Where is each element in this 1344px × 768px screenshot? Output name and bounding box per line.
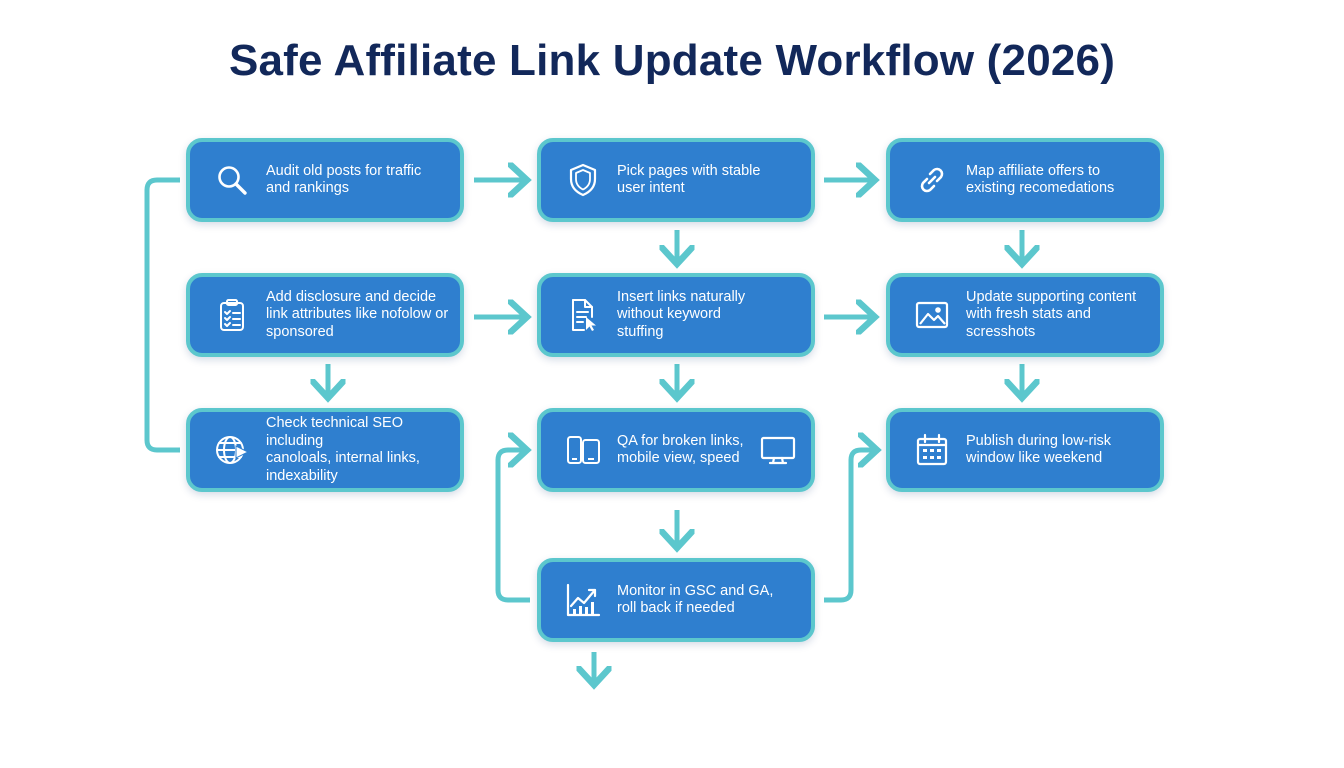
- globe-arrow-icon: [212, 430, 252, 470]
- step-monitor-gsc-ga: Monitor in GSC and GA, roll back if need…: [537, 558, 815, 642]
- step-label: Insert links naturally without keyword s…: [617, 288, 746, 340]
- loop-monitor-to-qa: [495, 450, 530, 603]
- image-icon: [912, 295, 952, 335]
- step-publish-low-risk: Publish during low-risk window like week…: [886, 408, 1164, 492]
- document-cursor-icon: [563, 295, 603, 335]
- step-label: Add disclosure and decide link attribute…: [266, 288, 449, 340]
- step-label: Monitor in GSC and GA, roll back if need…: [617, 582, 774, 617]
- step-label: Pick pages with stable user intent: [617, 162, 761, 197]
- step-label: Map affiliate offers to existing recomed…: [966, 162, 1115, 197]
- left-loop-line: [144, 177, 180, 453]
- loop-monitor-to-publish: [824, 450, 876, 603]
- monitor-icon: [758, 430, 798, 470]
- calendar-icon: [912, 430, 952, 470]
- step-update-supporting-content: Update supporting content with fresh sta…: [886, 273, 1164, 357]
- step-add-disclosure: Add disclosure and decide link attribute…: [186, 273, 464, 357]
- search-icon: [212, 160, 252, 200]
- step-insert-links: Insert links naturally without keyword s…: [537, 273, 815, 357]
- step-label: Publish during low-risk window like week…: [966, 432, 1112, 467]
- step-label: Audit old posts for traffic and rankings: [266, 162, 422, 197]
- step-label: Check technical SEO including canoloals,…: [266, 415, 420, 484]
- step-map-affiliate-offers: Map affiliate offers to existing recomed…: [886, 138, 1164, 222]
- step-qa-broken-links: QA for broken links, mobile view, speed: [537, 408, 815, 492]
- link-icon: [912, 160, 952, 200]
- shield-icon: [563, 160, 603, 200]
- step-audit-old-posts: Audit old posts for traffic and rankings: [186, 138, 464, 222]
- step-label: Update supporting content with fresh sta…: [966, 288, 1137, 340]
- checklist-icon: [212, 295, 252, 335]
- step-pick-pages: Pick pages with stable user intent: [537, 138, 815, 222]
- step-label: QA for broken links, mobile view, speed: [617, 432, 744, 467]
- mobile-icon: [563, 430, 603, 470]
- step-check-technical-seo: Check technical SEO including canoloals,…: [186, 408, 464, 492]
- growth-chart-icon: [563, 580, 603, 620]
- page-title: Safe Affiliate Link Update Workflow (202…: [228, 36, 1116, 85]
